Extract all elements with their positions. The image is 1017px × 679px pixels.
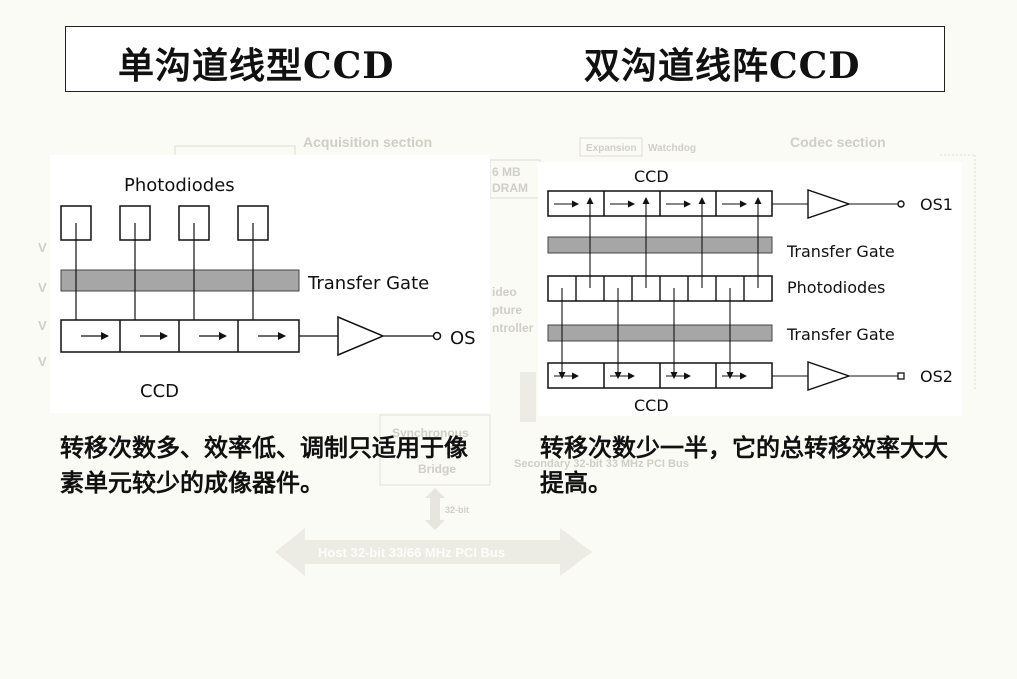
v-label-3: V xyxy=(38,318,47,333)
v-label-1: V xyxy=(38,240,47,255)
ccd-label: CCD xyxy=(140,381,179,402)
video-label-1: ideo xyxy=(492,285,517,299)
title-single-channel: 单沟道线型CCD xyxy=(118,45,395,87)
ccd-top-label: CCD xyxy=(634,167,669,186)
sync-bridge-label-3: Bridge xyxy=(418,462,456,476)
secondary-bus-label: Secondary 32-bit 33 MHz PCI Bus xyxy=(514,458,689,470)
transfer-gate-bottom-label: Transfer Gate xyxy=(786,325,895,344)
transfer-gate-top xyxy=(547,236,773,254)
caption-dual-channel: 转移次数少一半，它的总转移效率大大提高。 xyxy=(540,433,948,497)
video-label-3: ntroller xyxy=(492,321,534,335)
bit32-label: 32-bit xyxy=(445,505,469,515)
single-channel-ccd-diagram: Photodiodes Transfer Gate OS CCD xyxy=(50,155,490,413)
watchdog-label: Watchdog xyxy=(648,143,696,154)
acquisition-section-label: Acquisition section xyxy=(303,134,432,150)
sync-bridge-label-1: Synchronous xyxy=(392,426,469,440)
sdram-label-1: 6 MB xyxy=(492,165,521,179)
output-terminal-top xyxy=(897,200,905,208)
expansion-label: Expansion xyxy=(586,143,637,154)
output2-label: OS2 xyxy=(920,367,953,386)
title-box: 单沟道线型CCD 双沟道线阵CCD xyxy=(65,26,945,92)
photodiodes-label: Photodiodes xyxy=(787,278,885,297)
output-amplifier xyxy=(337,315,385,357)
caption-single-channel: 转移次数多、效率低、调制只适用于像素单元较少的成像器件。 xyxy=(60,433,468,497)
host-bus-label: Host 32-bit 33/66 MHz PCI Bus xyxy=(318,545,505,560)
output-terminal xyxy=(432,331,442,341)
v-label-4: V xyxy=(38,354,47,369)
output-terminal-bottom xyxy=(897,372,905,380)
output1-label: OS1 xyxy=(920,195,953,214)
transfer-gate-top-label: Transfer Gate xyxy=(786,242,895,261)
codec-section-label: Codec section xyxy=(790,134,886,150)
photodiodes-label: Photodiodes xyxy=(124,175,235,196)
dual-channel-ccd-diagram: CCD OS1 Transfer Gate Photodiodes Transf… xyxy=(538,162,962,416)
sync-bridge-label-2: PCI xyxy=(446,444,466,458)
output-amplifier-top xyxy=(807,189,852,219)
output-amplifier-bottom xyxy=(807,361,852,391)
transfer-gate-bottom xyxy=(547,324,773,342)
title-dual-channel: 双沟道线阵CCD xyxy=(584,45,861,87)
sdram-label-2: DRAM xyxy=(492,181,528,195)
ccd-bottom-label: CCD xyxy=(634,396,669,415)
output-label: OS xyxy=(450,328,476,349)
video-label-2: pture xyxy=(492,303,522,317)
v-label-2: V xyxy=(38,280,47,295)
transfer-gate-label: Transfer Gate xyxy=(307,273,429,294)
transfer-gate xyxy=(60,269,300,292)
